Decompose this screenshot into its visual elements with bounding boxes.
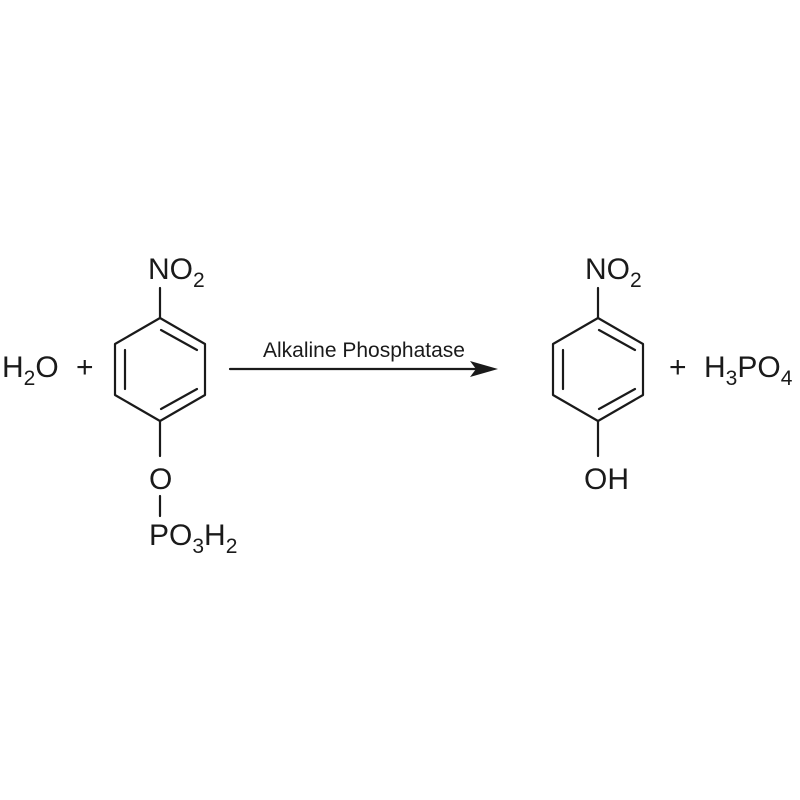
substrate-benzene-ring: [113, 316, 207, 423]
reaction-arrow-head: [470, 361, 498, 377]
product-ring-double-bond: [597, 387, 637, 411]
product-ring-outline: [551, 316, 645, 423]
substrate-ether-oxygen: O: [149, 463, 172, 496]
substrate-ring-outline: [113, 316, 207, 423]
product-ring-double-bond: [597, 328, 637, 352]
substrate-nitro-group: NO2: [148, 253, 205, 292]
substrate-phosphate-group: PO3H2: [149, 519, 237, 558]
product-benzene-ring: [551, 316, 645, 423]
phosphoric-acid-formula: H3PO4: [704, 351, 793, 390]
enzyme-label: Alkaline Phosphatase: [263, 339, 465, 362]
plus-sign-2: +: [669, 351, 687, 384]
substrate-ring-double-bond: [159, 328, 199, 352]
substrate-ring-double-bond: [159, 387, 199, 411]
plus-sign-1: +: [76, 351, 94, 384]
product-hydroxyl-group: OH: [584, 463, 629, 496]
product-nitro-group: NO2: [585, 253, 642, 292]
water-formula: H2O: [2, 351, 59, 390]
